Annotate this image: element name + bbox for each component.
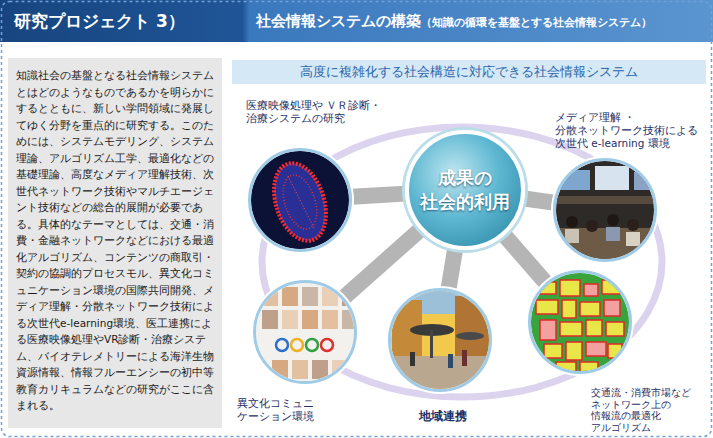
map-cell bbox=[602, 280, 620, 294]
ring-logo bbox=[306, 339, 318, 351]
topic-caption: 交通流・消費市場など ネットワーク上の 情報流の最適化 アルゴリズム bbox=[591, 387, 713, 433]
portrait bbox=[272, 360, 288, 379]
map-cell bbox=[562, 300, 576, 318]
person bbox=[565, 229, 579, 243]
topic-circle: メディア理解 ・分散ネットワーク技術による 次世代 e-learning 環境 bbox=[553, 158, 657, 262]
header-bar bbox=[0, 0, 713, 42]
pavement bbox=[388, 356, 492, 392]
portrait bbox=[302, 310, 318, 329]
portrait bbox=[322, 287, 338, 306]
portrait bbox=[302, 287, 318, 306]
portrait bbox=[262, 310, 278, 329]
person bbox=[627, 219, 639, 231]
map-cell bbox=[586, 320, 602, 336]
screen bbox=[634, 172, 658, 190]
portrait bbox=[262, 287, 278, 306]
ring-logo bbox=[291, 339, 303, 351]
floor bbox=[555, 228, 655, 262]
person bbox=[586, 220, 598, 232]
spoke-connector bbox=[449, 249, 456, 289]
spoke-connector bbox=[524, 198, 553, 202]
organ-mesh bbox=[288, 176, 314, 228]
parasol bbox=[430, 330, 433, 358]
portrait-grid bbox=[253, 280, 357, 384]
street-photo bbox=[388, 288, 492, 392]
subtitle-note: （知識の循環を基盤とする社会情報システム） bbox=[421, 15, 652, 30]
map-cell bbox=[580, 362, 598, 372]
text-panel: 知識社会の基盤となる社会情報システムとはどのようなものであるかを明らかにするとと… bbox=[8, 58, 222, 428]
map-cell bbox=[560, 280, 580, 296]
topic-circle: 交通流・消費市場など ネットワーク上の 情報流の最適化 アルゴリズム bbox=[528, 270, 632, 374]
portrait bbox=[292, 360, 308, 379]
portrait bbox=[332, 360, 348, 379]
map-cell bbox=[604, 300, 620, 316]
page-title: 研究プロジェクト 3） bbox=[14, 10, 185, 33]
person bbox=[462, 350, 467, 366]
map-cell bbox=[556, 362, 576, 372]
hub-text: 成果の 社会的利用 bbox=[415, 166, 515, 214]
topic-caption: 異文化コミュニ ケーション環境 bbox=[237, 397, 327, 423]
person bbox=[448, 354, 453, 368]
map-cell bbox=[566, 342, 582, 360]
topic-circle: 地域連携 bbox=[388, 288, 492, 392]
spoke-connector bbox=[352, 194, 405, 197]
header-label-row: 社会情報システムの構築（知識の循環を基盤とする社会情報システム） bbox=[256, 12, 652, 31]
panel-text: 知識社会の基盤となる社会情報システムとはどのようなものであるかを明らかにするとと… bbox=[16, 67, 214, 414]
map-cell bbox=[586, 342, 606, 356]
map-cell bbox=[580, 302, 600, 316]
organ-mesh bbox=[277, 171, 323, 234]
ring-logo bbox=[321, 339, 333, 351]
spoke-connector bbox=[344, 230, 420, 298]
portrait bbox=[282, 310, 298, 329]
heading-band: 高度に複雑化する社会構造に対応できる社会情報システム bbox=[232, 60, 706, 84]
screen bbox=[560, 170, 590, 190]
portrait bbox=[282, 287, 298, 306]
medical-image bbox=[250, 150, 350, 250]
map-cell bbox=[560, 322, 582, 336]
desk bbox=[555, 196, 655, 204]
portrait bbox=[322, 310, 338, 329]
subtitle: 社会情報システムの構築 bbox=[256, 12, 421, 31]
topic-circle: 医療映像処理や ＶＲ診断・治療システムの研究 bbox=[248, 148, 352, 252]
portrait bbox=[312, 360, 328, 379]
topic-caption: 医療映像処理や ＶＲ診断・治療システムの研究 bbox=[246, 99, 416, 125]
topic-caption: 地域連携 bbox=[413, 409, 473, 424]
map-cell bbox=[540, 320, 556, 340]
ring-logo bbox=[276, 339, 288, 351]
parasol bbox=[456, 332, 484, 340]
person bbox=[566, 216, 578, 228]
band-text: 高度に複雑化する社会構造に対応できる社会情報システム bbox=[300, 64, 638, 81]
map-cell bbox=[536, 300, 558, 314]
organ-mesh bbox=[265, 157, 335, 248]
person bbox=[410, 352, 415, 366]
network-map bbox=[528, 270, 632, 374]
person bbox=[607, 214, 619, 226]
hub-circle: 成果の 社会的利用 bbox=[405, 130, 525, 250]
person bbox=[626, 232, 640, 246]
map-cell bbox=[584, 284, 598, 296]
topic-circle: 異文化コミュニ ケーション環境 bbox=[253, 280, 357, 384]
screen bbox=[595, 166, 629, 190]
person bbox=[606, 227, 620, 241]
building bbox=[455, 296, 489, 360]
map-cell bbox=[608, 344, 622, 358]
topic-caption: メディア理解 ・分散ネットワーク技術による 次世代 e-learning 環境 bbox=[555, 111, 707, 150]
map-cell bbox=[544, 344, 562, 358]
spoke-connector bbox=[504, 235, 545, 283]
map-cell bbox=[606, 322, 624, 336]
